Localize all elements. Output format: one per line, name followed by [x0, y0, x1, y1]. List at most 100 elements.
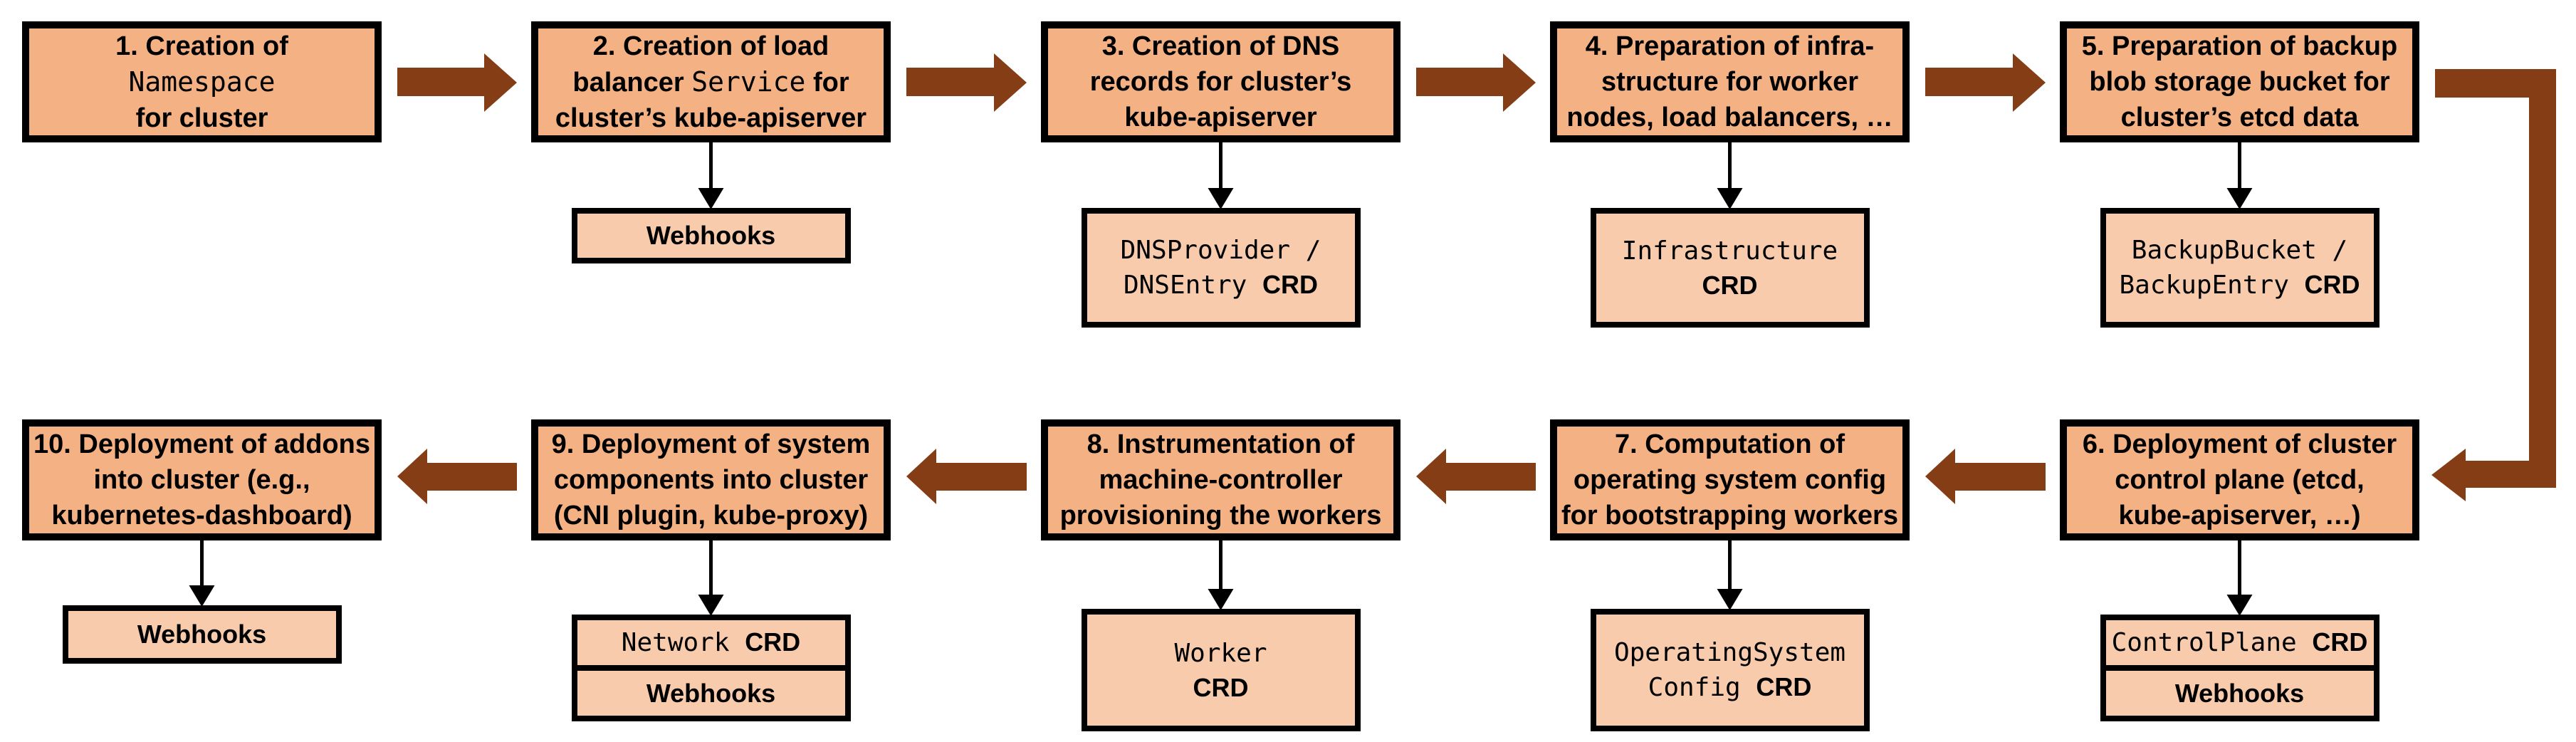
label-text: CRD	[1702, 270, 1758, 300]
connector-step-5-to-sub	[2226, 140, 2253, 209]
sub-text-line: Infrastructure	[1622, 234, 1838, 268]
label-text: (CNI plugin, kube-proxy)	[553, 501, 869, 531]
label-text: for	[805, 67, 849, 98]
connector-step-3-to-sub	[1208, 140, 1234, 209]
elbow-arrow-step-5-to-step-6	[2431, 69, 2556, 501]
arrow-step-1-to-step-2	[397, 53, 517, 112]
label-text: kube-apiserver	[1124, 103, 1317, 132]
step-text-line: 7. Computation of	[1615, 427, 1845, 462]
crd-box-step-6: ControlPlane CRD	[2106, 620, 2374, 665]
step-text-line: balancer Service for	[572, 64, 849, 100]
label-text: kubernetes-dashboard)	[51, 501, 352, 531]
sub-box-step-2: Webhooks	[571, 208, 851, 263]
step-text-line: 8. Instrumentation of	[1087, 427, 1355, 462]
sub-box-step-5: BackupBucket /BackupEntry CRD	[2100, 208, 2379, 328]
code-text: Network	[621, 628, 745, 657]
step-text-line: 2. Creation of load	[593, 28, 829, 64]
label-text: operating system config	[1573, 465, 1887, 495]
code-text: ControlPlane	[2111, 628, 2313, 657]
step-text-line: 1. Creation of	[115, 28, 288, 64]
label-text: CRD	[2312, 627, 2368, 657]
step-text-line: blob storage bucket for	[2089, 64, 2389, 100]
step-text-line: structure for worker	[1601, 64, 1858, 100]
label-text: Webhooks	[137, 620, 267, 649]
step-text-line: (CNI plugin, kube-proxy)	[554, 498, 868, 533]
sub-text-line: Worker	[1174, 636, 1267, 671]
crd-box-step-5: BackupBucket /BackupEntry CRD	[2106, 214, 2374, 322]
step-text-line: Namespace	[129, 64, 276, 100]
label-text: 6. Deployment of cluster	[2082, 429, 2397, 459]
label-text: for cluster	[135, 103, 268, 133]
label-text: 4. Preparation of infra-	[1585, 31, 1875, 61]
label-text: 5. Preparation of backup	[2081, 31, 2398, 61]
step-text-line: 3. Creation of DNS	[1102, 28, 1340, 64]
label-text: control plane (etcd,	[2115, 465, 2365, 495]
sub-box-step-10: Webhooks	[62, 605, 342, 664]
label-text: 3. Creation of DNS	[1101, 31, 1340, 61]
step-text-line: cluster’s kube-apiserver	[555, 100, 866, 136]
code-text: DNSProvider /	[1120, 236, 1321, 265]
label-text: nodes, load balancers, …	[1566, 103, 1893, 132]
sub-text-line: ControlPlane CRD	[2112, 625, 2368, 660]
label-text: CRD	[745, 627, 801, 657]
sub-text-line: Webhooks	[137, 617, 266, 652]
label-text: 7. Computation of	[1615, 429, 1845, 459]
code-text: DNSEntry	[1123, 271, 1263, 300]
arrow-step-6-to-step-7	[1925, 449, 2046, 504]
code-text: Namespace	[128, 66, 276, 98]
arrow-step-4-to-step-5	[1925, 53, 2046, 112]
crd-box-step-3: DNSProvider /DNSEntry CRD	[1087, 214, 1355, 322]
code-text: BackupBucket /	[2131, 236, 2348, 265]
step-text-line: kubernetes-dashboard)	[51, 498, 352, 533]
step-text-line: machine-controller	[1099, 462, 1342, 498]
label-text: components into cluster	[553, 465, 869, 495]
arrow-step-3-to-step-4	[1416, 53, 1536, 112]
label-text: 8. Instrumentation of	[1087, 429, 1355, 459]
step-box-5: 5. Preparation of backup blob storage buc…	[2060, 21, 2419, 142]
step-text-line: operating system config	[1574, 462, 1886, 498]
webhooks-box-step-6: Webhooks	[2105, 665, 2374, 716]
sub-text-line: Config CRD	[1648, 670, 1812, 705]
connector-step-6-to-sub	[2226, 538, 2253, 616]
arrow-step-7-to-step-8	[1416, 449, 1536, 504]
sub-text-line: DNSProvider /	[1121, 233, 1321, 268]
label-text: kube-apiserver, …)	[2118, 501, 2361, 531]
step-text-line: records for cluster’s	[1090, 64, 1351, 100]
sub-text-line: OperatingSystem	[1614, 635, 1845, 670]
code-text: OperatingSystem	[1613, 638, 1846, 667]
step-text-line: 6. Deployment of cluster	[2083, 427, 2397, 462]
label-text: 1. Creation of	[115, 31, 288, 61]
label-text: 10. Deployment of addons	[33, 429, 370, 459]
connector-step-2-to-sub	[698, 140, 724, 209]
label-text: blob storage bucket for	[2089, 67, 2390, 97]
sub-text-line: BackupBucket /	[2132, 233, 2347, 268]
label-text: cluster’s kube-apiserver	[555, 103, 867, 133]
step-text-line: kube-apiserver	[1124, 100, 1316, 135]
label-text: CRD	[2304, 270, 2360, 299]
step-text-line: into cluster (e.g.,	[93, 462, 310, 498]
webhooks-box-step-9: Webhooks	[577, 665, 845, 716]
step-text-line: for cluster	[136, 100, 268, 136]
connector-step-8-to-sub	[1208, 538, 1234, 610]
sub-text-line: CRD	[1702, 268, 1758, 303]
label-text: cluster’s etcd data	[2120, 103, 2359, 132]
code-text: Config	[1648, 673, 1756, 702]
label-text: CRD	[1193, 672, 1249, 702]
step-text-line: components into cluster	[554, 462, 868, 498]
crd-box-step-9: Network CRD	[577, 620, 845, 665]
step-box-6: 6. Deployment of cluster control plane (e…	[2060, 419, 2419, 540]
connector-step-7-to-sub	[1717, 538, 1743, 610]
label-text: machine-controller	[1099, 465, 1343, 495]
arrow-step-2-to-step-3	[906, 53, 1027, 112]
